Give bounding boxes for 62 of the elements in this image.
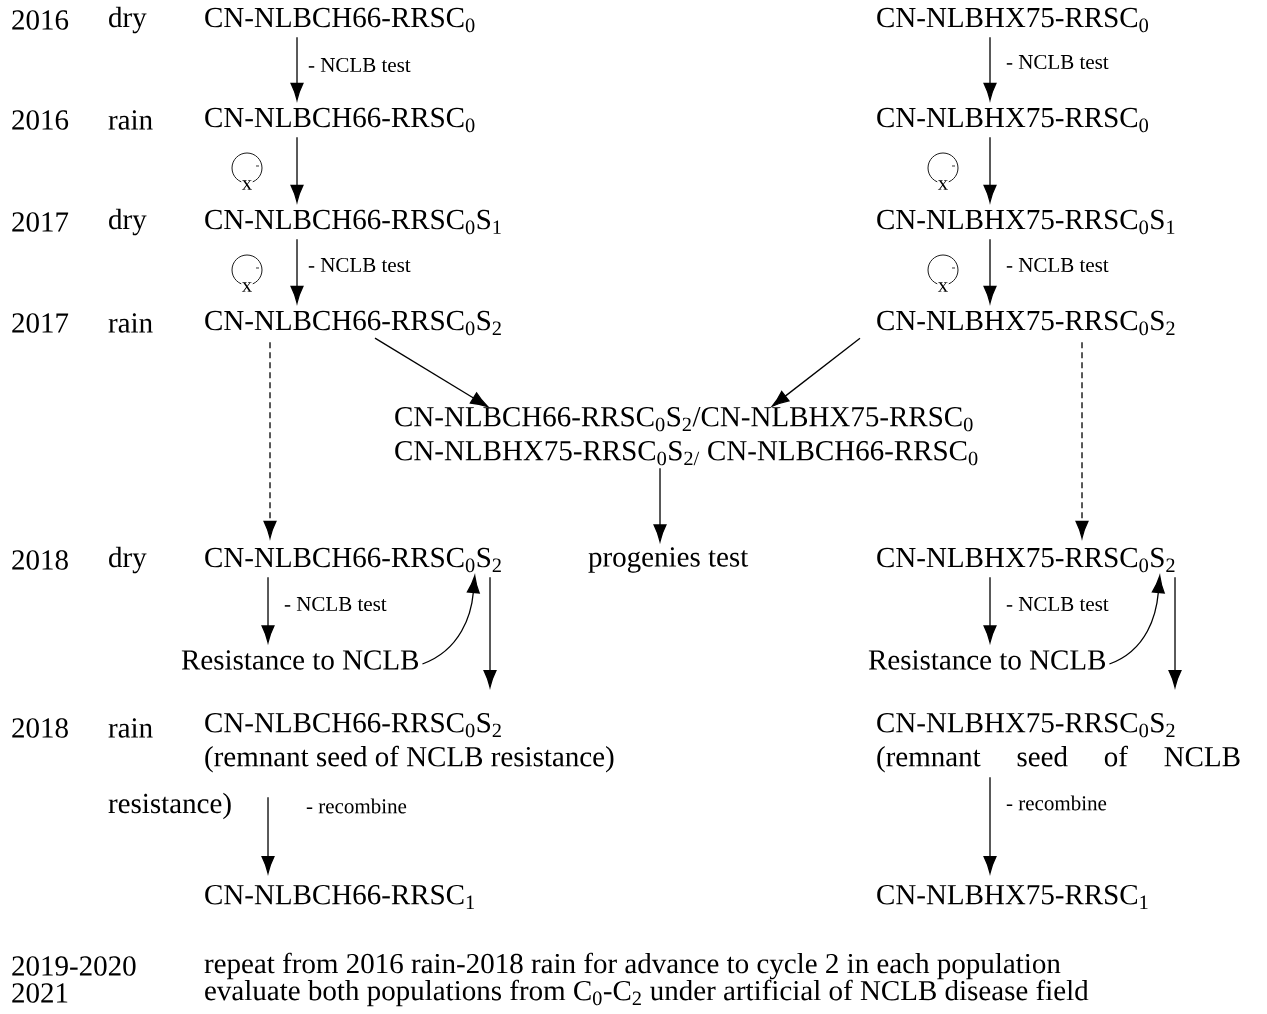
arrow — [290, 136, 304, 203]
step-label: Resistance to NCLB — [868, 650, 1105, 670]
edge-label: - recombine — [305, 797, 408, 815]
arrow — [1168, 576, 1182, 688]
arrow — [653, 467, 667, 543]
edge-label: - NCLB test — [283, 595, 388, 613]
note-text: evaluate both populations from C$_{0}$-C$_{2}$ under artificial of NCLB disease field — [205, 979, 1089, 1007]
season-label: rain — [108, 313, 153, 333]
population-label: CN-NLBCH66-RRSC$_{1}$ — [205, 885, 474, 909]
arrow — [261, 576, 275, 644]
season-label: rain — [108, 718, 153, 738]
edge-label: - NCLB test — [1005, 256, 1110, 274]
population-label: CN-NLBCH66-RRSC$_{0}$ — [205, 7, 475, 33]
arrow — [983, 136, 997, 203]
season-label: dry — [109, 6, 147, 34]
population-label: CN-NLBHX75-RRSC$_{0}$S$_{2}$ (remnant seed of NCLB — [877, 713, 1240, 773]
edge-label: - NCLB test — [1005, 53, 1110, 71]
arrow — [983, 576, 997, 644]
note-text: repeat from 2016 rain-2018 rain for advance to cycle 2 in each population — [204, 952, 1061, 980]
step-label: progenies test — [588, 547, 749, 573]
year-label: 2017 — [12, 212, 69, 232]
population-label: CN-NLBCH66-RRSC$_{0}$S$_{2}$ — [205, 310, 501, 336]
step-label: Resistance to NCLB — [181, 650, 419, 670]
season-label: rain — [108, 110, 153, 130]
population-label: CN-NLBHX75-RRSC$_{0}$S$_{2}$ — [877, 547, 1175, 573]
year-label: 2018 — [12, 550, 68, 570]
arrow — [1075, 341, 1089, 539]
arrow — [290, 238, 304, 304]
year-label: 2018 — [12, 718, 68, 738]
population-label: CN-NLBHX75-RRSC$_{0}$S$_{2}$ — [877, 310, 1175, 336]
year-label: 2016 — [12, 10, 69, 30]
year-label: 2021 — [12, 983, 68, 1003]
note-text: resistance) — [108, 792, 231, 820]
arrow — [263, 341, 277, 539]
population-label: CN-NLBHX75-RRSC$_{0}$ — [877, 7, 1148, 33]
arrow — [290, 36, 304, 101]
arrow — [374, 337, 489, 408]
population-label: CN-NLBCH66-RRSC$_{0}$ — [205, 107, 475, 133]
population-label: CN-NLBCH66-RRSC$_{0}$S$_{1}$ — [205, 209, 501, 235]
population-label: CN-NLBHX75-RRSC$_{1}$ — [877, 885, 1148, 909]
edge-label: - recombine — [1005, 794, 1108, 812]
arrow — [983, 776, 997, 874]
arrow — [983, 36, 997, 101]
year-label: 2019-2020 — [12, 956, 136, 976]
season-label: dry — [109, 208, 147, 236]
arrow — [483, 576, 497, 688]
arrow — [421, 575, 480, 665]
arrow — [983, 238, 997, 304]
arrow — [771, 337, 861, 407]
edge-label: - NCLB test — [1005, 595, 1110, 613]
population-label: CN-NLBCH66-RRSC$_{0}$S$_{2}$ (remnant seed of NCLB resistance) — [205, 713, 614, 773]
season-label: dry — [109, 546, 147, 574]
year-label: 2017 — [12, 313, 69, 333]
population-label: CN-NLBHX75-RRSC$_{0}$ — [877, 107, 1148, 133]
population-label: CN-NLBCH66-RRSC$_{0}$S$_{2}$ — [205, 547, 501, 573]
arrow — [261, 796, 275, 874]
population-label: CN-NLBHX75-RRSC$_{0}$S$_{1}$ — [877, 209, 1175, 235]
population-label: CN-NLBCH66-RRSC$_{0}$S$_{2}$/CN-NLBHX75-RRSC$_{0}$ CN-NLBHX75-RRSC$_{0}$S$_{2/}$ CN-NLBCH66-RRSC$_{0}$ — [395, 407, 978, 466]
edge-label: - NCLB test — [307, 56, 412, 74]
edge-label: - NCLB test — [307, 256, 412, 274]
arrow — [1108, 575, 1165, 665]
year-label: 2016 — [12, 110, 69, 130]
